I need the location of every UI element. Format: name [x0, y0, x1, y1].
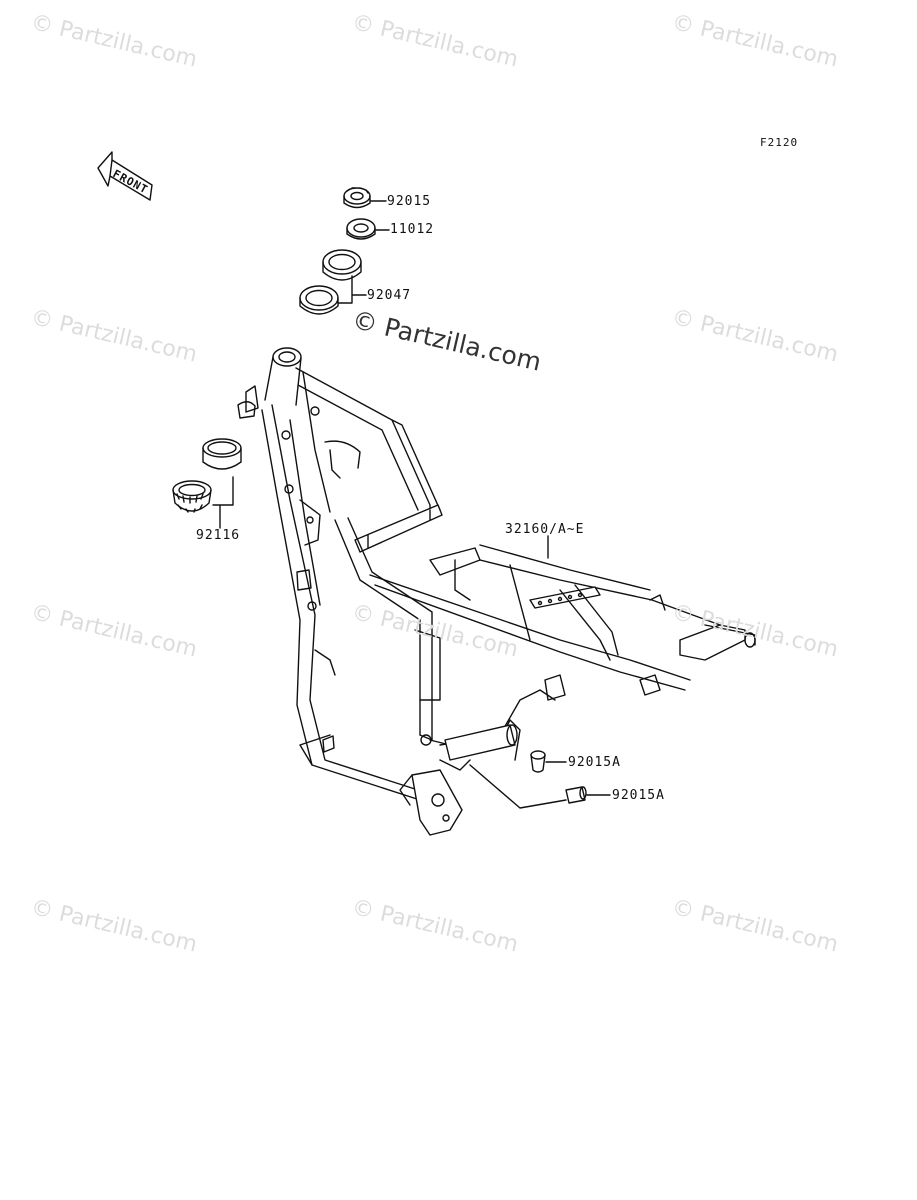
part-label-92047[interactable]: 92047	[367, 288, 412, 303]
main-frame[interactable]	[237, 347, 756, 836]
part-92015-nut[interactable]	[343, 187, 371, 209]
part-label-92116[interactable]: 92116	[196, 528, 241, 543]
part-label-92015[interactable]: 92015	[387, 194, 432, 209]
diagram-code: F2120	[760, 136, 799, 149]
part-92047-race[interactable]	[299, 249, 362, 315]
part-92015a-plug-lower[interactable]	[565, 786, 587, 804]
part-label-92015a-lower[interactable]: 92015A	[612, 788, 665, 803]
part-11012-washer[interactable]	[346, 218, 376, 240]
part-label-92015a-upper[interactable]: 92015A	[568, 755, 621, 770]
part-label-32160[interactable]: 32160/A~E	[505, 522, 585, 537]
part-92015a-plug-upper[interactable]	[530, 750, 546, 773]
part-label-11012[interactable]: 11012	[390, 222, 435, 237]
part-92116-bearing[interactable]	[172, 438, 242, 513]
front-arrow-icon: FRONT	[97, 151, 153, 201]
